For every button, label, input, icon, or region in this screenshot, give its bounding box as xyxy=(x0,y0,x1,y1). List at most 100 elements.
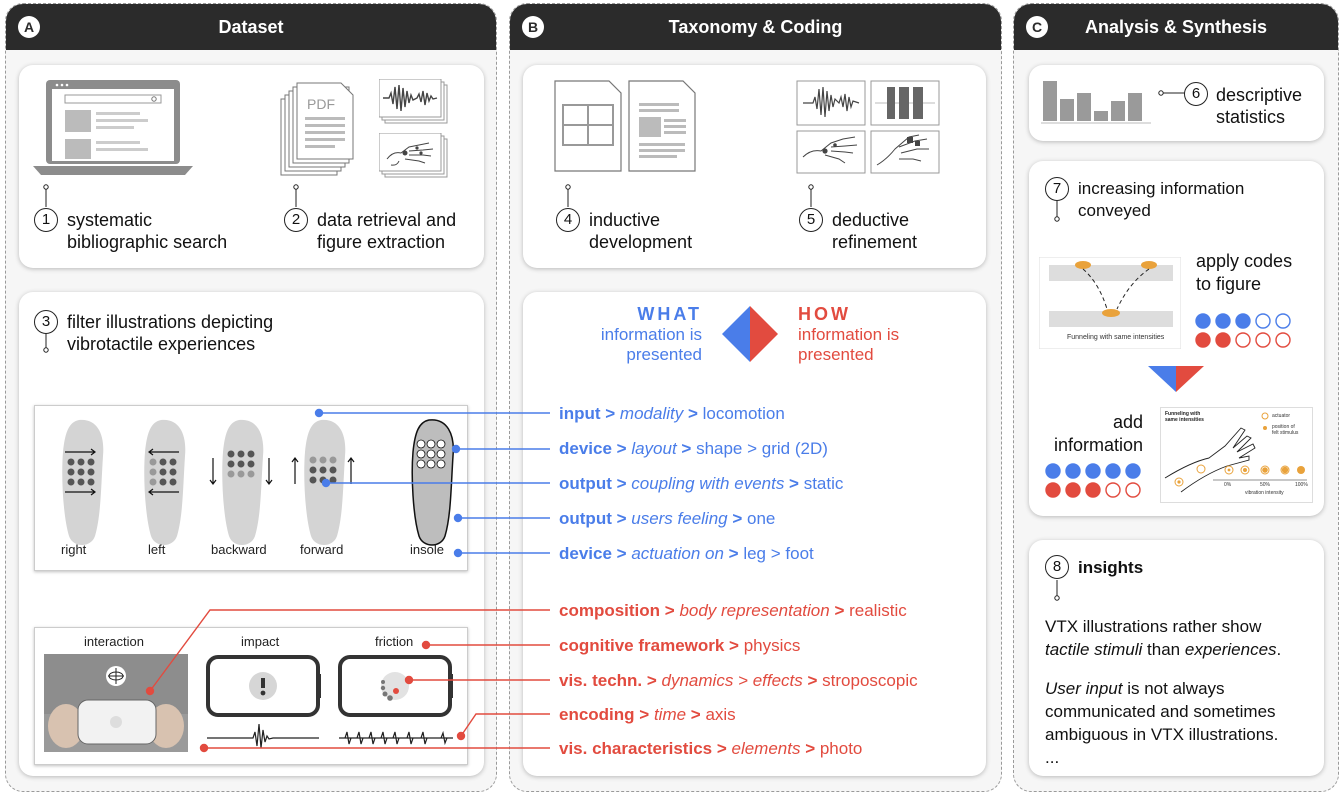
waveform-figure-icon xyxy=(379,79,448,124)
step-5-label: deductive refinement xyxy=(832,209,917,253)
step-number: 2 xyxy=(284,208,308,232)
apply-line-2: to figure xyxy=(1196,274,1262,294)
code-sep: > xyxy=(784,474,804,493)
code-sep: > xyxy=(611,544,632,563)
sole-label: right xyxy=(61,542,87,557)
code-category: input xyxy=(559,404,601,423)
code-sep: > xyxy=(660,601,680,620)
code-value: static xyxy=(803,474,844,493)
interaction-photo xyxy=(44,654,188,752)
code-value: physics xyxy=(743,636,801,655)
code-line: vis. characteristics > elements > photo xyxy=(559,739,862,759)
insight-2-line-3: ambiguous in VTX illustrations. xyxy=(1045,725,1279,744)
code-value: locomotion xyxy=(702,404,785,423)
step-number: 5 xyxy=(799,208,823,232)
code-sub: time xyxy=(653,705,687,724)
step-1-line1: systematic xyxy=(67,210,153,230)
code-line: output > coupling with events > static xyxy=(559,474,843,494)
laptop-icon xyxy=(33,80,193,175)
down-arrow-icon xyxy=(1148,366,1204,392)
code-line: vis. techn. > dynamics > effects > strop… xyxy=(559,671,918,691)
axis-label: vibration intensity xyxy=(1245,490,1284,496)
insight-emph: User input xyxy=(1045,679,1123,698)
code-sep: > xyxy=(611,439,632,458)
step-2-line1: data retrieval and xyxy=(317,210,457,230)
axis-tick: 0% xyxy=(1224,482,1232,488)
legend-position-1: position of xyxy=(1272,424,1295,430)
step-6-line1: descriptive xyxy=(1216,85,1303,105)
step-number: 1 xyxy=(34,208,58,232)
step-1-label: systematic bibliographic search xyxy=(67,209,227,253)
column-badge: B xyxy=(522,16,544,38)
add-information-label: add information xyxy=(1043,411,1143,457)
how-heading: HOW information is presented xyxy=(798,304,958,365)
card-search: PDF 1 systematic bibliographic search 2 … xyxy=(19,65,484,268)
arm-figure: Funneling with same intensities actuator… xyxy=(1160,407,1313,503)
code-sub: body representation xyxy=(679,601,830,620)
arm-title-2: same intensities xyxy=(1165,417,1204,423)
insight-text: is not always xyxy=(1122,679,1225,698)
sole-label: insole xyxy=(410,542,444,557)
column-badge: A xyxy=(18,16,40,38)
code-value: leg > foot xyxy=(743,544,814,563)
axis-tick: 100% xyxy=(1295,482,1308,488)
step-3-line2: vibrotactile experiences xyxy=(67,334,256,354)
pdf-label: PDF xyxy=(307,96,335,112)
code-sub: actuation on xyxy=(631,544,724,563)
phone-figure: interaction impact friction xyxy=(34,627,468,765)
hand-figure-icon xyxy=(379,133,448,178)
connector-line xyxy=(43,332,49,353)
what-sub-2: presented xyxy=(626,345,702,364)
code-line: composition > body representation > real… xyxy=(559,601,907,621)
code-category: output xyxy=(559,474,612,493)
step-3-label: filter illustrations depicting vibrotact… xyxy=(67,311,273,355)
code-sub: modality xyxy=(619,404,684,423)
code-category: vis. characteristics xyxy=(559,739,713,758)
column-badge: C xyxy=(1026,16,1048,38)
step-3-line1: filter illustrations depicting xyxy=(67,312,274,332)
step-6-line2: statistics xyxy=(1216,107,1286,127)
card-develop: 4 inductive development 5 deductive refi… xyxy=(523,65,986,268)
step-number: 7 xyxy=(1045,177,1069,201)
friction-phone-icon xyxy=(338,655,453,746)
code-sep: > xyxy=(634,705,654,724)
step-number: 8 xyxy=(1045,555,1069,579)
coded-figures-icon xyxy=(796,80,940,174)
insight-text: . xyxy=(1276,640,1282,659)
legend-position-2: felt stimulus xyxy=(1272,430,1299,436)
arm-title-1: Funneling with xyxy=(1165,411,1201,417)
step-6-label: descriptive statistics xyxy=(1216,84,1302,128)
insight-paragraph-2: User input is not always communicated an… xyxy=(1045,677,1320,769)
insight-1-line-2: tactile stimuli than experiences. xyxy=(1045,638,1315,661)
code-sep: > xyxy=(800,739,820,758)
step-5-line1: deductive xyxy=(832,210,910,230)
code-value: one xyxy=(747,509,776,528)
axis-tick: 50% xyxy=(1260,482,1271,488)
code-line: device > actuation on > leg > foot xyxy=(559,544,814,564)
step-1-line2: bibliographic search xyxy=(67,232,228,252)
step-4-line1: inductive xyxy=(589,210,661,230)
connector-line xyxy=(1158,90,1185,96)
code-category: vis. techn. xyxy=(559,671,643,690)
how-sub-1: information is xyxy=(798,325,900,344)
code-sep: > xyxy=(676,439,697,458)
insight-2-line-4: ... xyxy=(1045,748,1060,767)
code-category: composition xyxy=(559,601,661,620)
add-line-2: information xyxy=(1053,435,1143,455)
insight-emph: experiences xyxy=(1184,640,1277,659)
code-category: cognitive framework xyxy=(559,636,725,655)
phone-label: interaction xyxy=(84,634,144,649)
what-title: WHAT xyxy=(637,304,702,324)
code-value: stroposcopic xyxy=(822,671,918,690)
card-information: 7 increasing information conveyed Funnel… xyxy=(1029,161,1324,516)
code-sep: > xyxy=(683,404,703,423)
how-sub-2: presented xyxy=(798,345,874,364)
code-category: encoding xyxy=(559,705,635,724)
code-sep: > xyxy=(727,509,747,528)
sole-label: forward xyxy=(300,542,344,557)
card-statistics: 6 descriptive statistics xyxy=(1029,65,1324,141)
code-sub: dynamics > effects xyxy=(661,671,803,690)
column-title: Analysis & Synthesis xyxy=(1084,17,1268,37)
code-line: input > modality > locomotion xyxy=(559,404,785,424)
step-8-label: insights xyxy=(1078,558,1144,577)
